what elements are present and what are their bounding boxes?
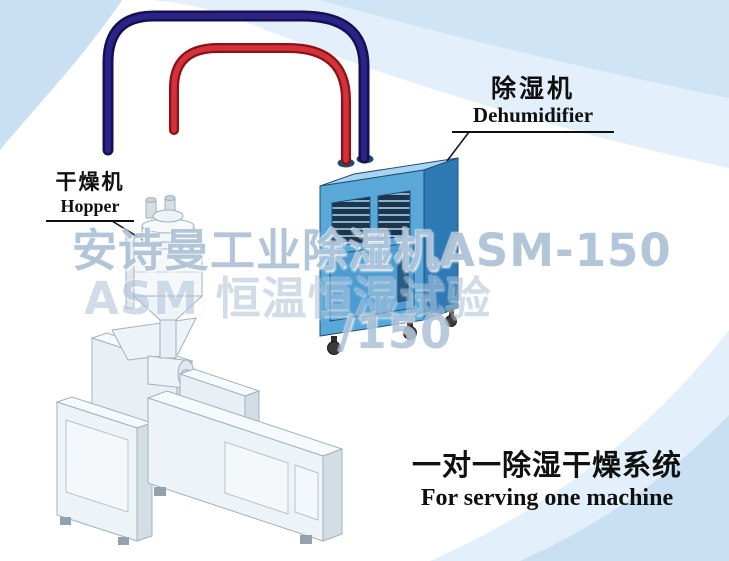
- vent-grille-left: [331, 196, 371, 248]
- pipe-return-air: [171, 45, 349, 163]
- watermark-line-2: ASM 恒温恒湿试验: [84, 272, 492, 325]
- caster-wheel: [327, 341, 341, 355]
- air-pipes: [102, 10, 370, 165]
- vent-grille-right: [377, 190, 411, 241]
- dehumidifier-label-en: Dehumidifier: [472, 103, 594, 127]
- dehumidifier-unit: [319, 154, 459, 355]
- caster-wheel: [445, 315, 457, 327]
- front-door: [329, 241, 415, 322]
- swoosh-bottom-inner: [520, 415, 729, 561]
- hopper-leader-line: [111, 220, 144, 241]
- caster-wheel: [403, 326, 417, 340]
- leader-lines: [111, 131, 470, 241]
- watermark-line-3: /150: [338, 306, 453, 359]
- pipe-return-air-outline: [169, 43, 351, 165]
- hopper-label-en: Hopper: [60, 196, 120, 216]
- caster-stem: [407, 321, 413, 328]
- hopper-label-zh: 干燥机: [55, 170, 125, 194]
- machine-foot: [300, 535, 312, 544]
- caption-en: For serving one machine: [420, 485, 674, 511]
- door-vent-slot: [397, 247, 409, 303]
- swoosh-top-left: [0, 0, 122, 150]
- main-body-side: [322, 448, 343, 542]
- left-cabinet-panel: [65, 419, 129, 513]
- dehumidifier-side-face: [423, 157, 459, 321]
- dehumidifier-leader-line: [446, 131, 470, 162]
- hopper-inlet-fitting-top: [145, 197, 157, 203]
- dehumidifier-label-zh: 除湿机: [490, 74, 575, 103]
- door-panel-right: [294, 464, 319, 521]
- hopper-return-fitting-top: [164, 195, 176, 201]
- machine-foot: [154, 487, 166, 496]
- caption-zh: 一对一除湿干燥系统: [411, 448, 682, 482]
- pipe-dry-air: [105, 13, 367, 161]
- watermark-line-1: 安诗曼工业除湿机ASM-150: [72, 224, 672, 277]
- system-caption: 一对一除湿干燥系统 For serving one machine: [392, 448, 702, 512]
- machine-foot: [60, 517, 71, 525]
- caster-stem: [449, 309, 454, 316]
- hopper-label: 干燥机 Hopper: [46, 170, 134, 222]
- dehumidifier-label: 除湿机 Dehumidifier: [452, 74, 614, 133]
- hopper-dome: [152, 209, 184, 223]
- extruder-machine: [55, 317, 344, 545]
- swoosh-top-right: [320, 0, 729, 98]
- hopper-dryer-unit: [125, 195, 204, 359]
- machine-foot: [118, 537, 129, 545]
- caster-stem: [331, 336, 337, 343]
- door-panel-left: [224, 441, 289, 515]
